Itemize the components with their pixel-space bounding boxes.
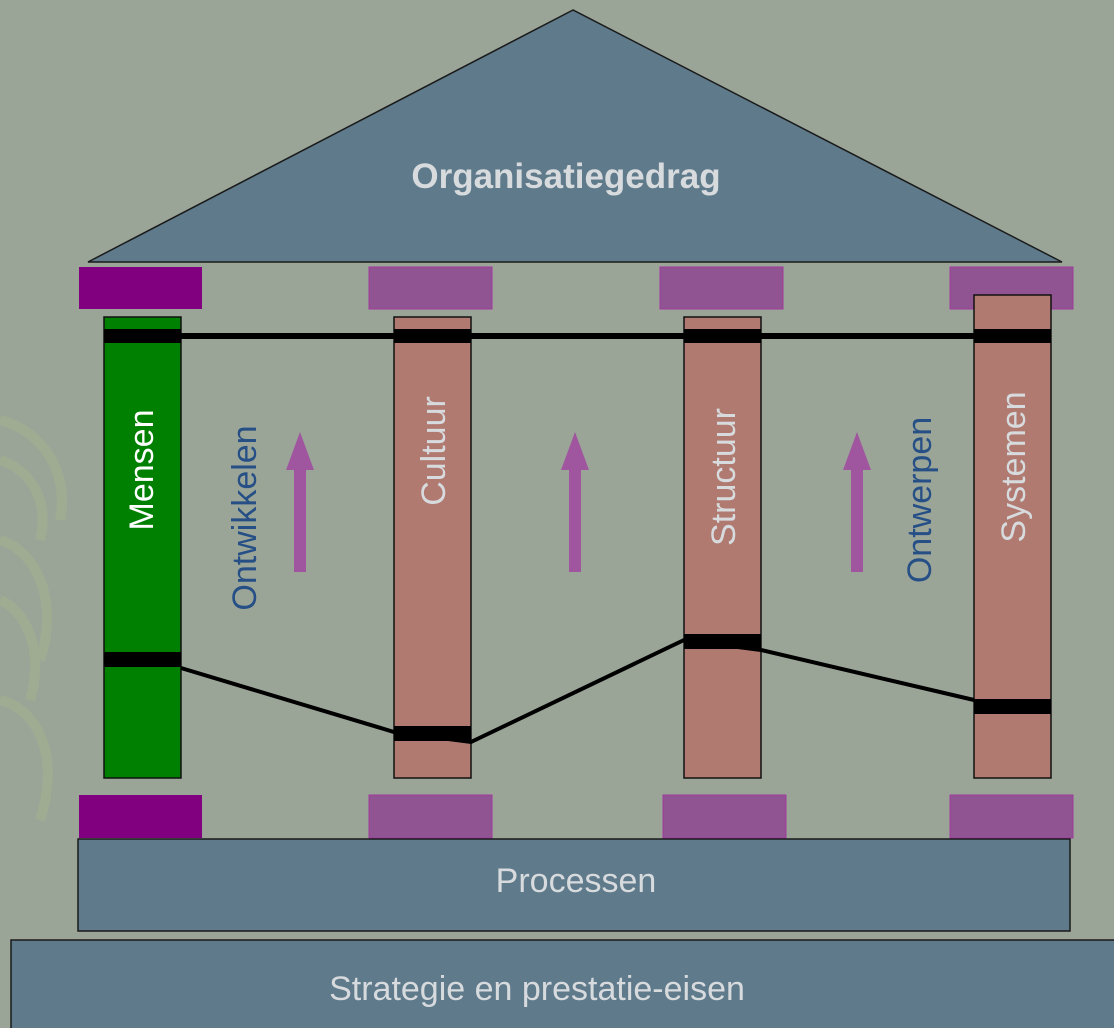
processes-base [77,838,1071,932]
up-arrow-icon [286,432,314,572]
up-arrow-icon [843,432,871,572]
band-top-systemen [974,329,1051,343]
processes-label: Processen [496,862,657,900]
capital-top-mensen [79,267,202,309]
pillar-label-cultuur: Cultuur [415,396,453,506]
band-low-mensen [104,652,181,667]
band-top-structuur [684,329,761,343]
pillar-systemen [973,294,1052,779]
pillar-label-systemen: Systemen [995,391,1033,542]
label-ontwikkelen: Ontwikkelen [226,425,264,610]
roof [87,9,1063,263]
capital-bottom-structuur [662,794,787,839]
up-arrow-icon [561,432,589,572]
band-top-mensen [104,329,181,343]
zigzag-connector-line [180,637,975,745]
capital-top-structuur [659,266,784,310]
pillar-label-mensen: Mensen [123,410,161,531]
roof-title: Organisatiegedrag [411,157,720,196]
band-low-structuur [684,634,761,649]
capital-bottom-cultuur [368,794,493,839]
pillar-mensen [103,316,182,779]
band-top-cultuur [394,329,471,343]
strategy-base [10,939,1114,1028]
label-ontwerpen: Ontwerpen [901,417,939,583]
strategy-label: Strategie en prestatie-eisen [329,970,745,1008]
capital-bottom-systemen [949,794,1074,839]
pillar-label-structuur: Structuur [705,408,743,546]
pillar-structuur [683,316,762,779]
band-low-cultuur [394,726,471,741]
band-low-systemen [974,699,1051,714]
background-swirl [0,415,67,822]
capital-bottom-mensen [79,795,202,838]
capital-top-cultuur [368,266,493,310]
pillar-cultuur [393,316,472,779]
